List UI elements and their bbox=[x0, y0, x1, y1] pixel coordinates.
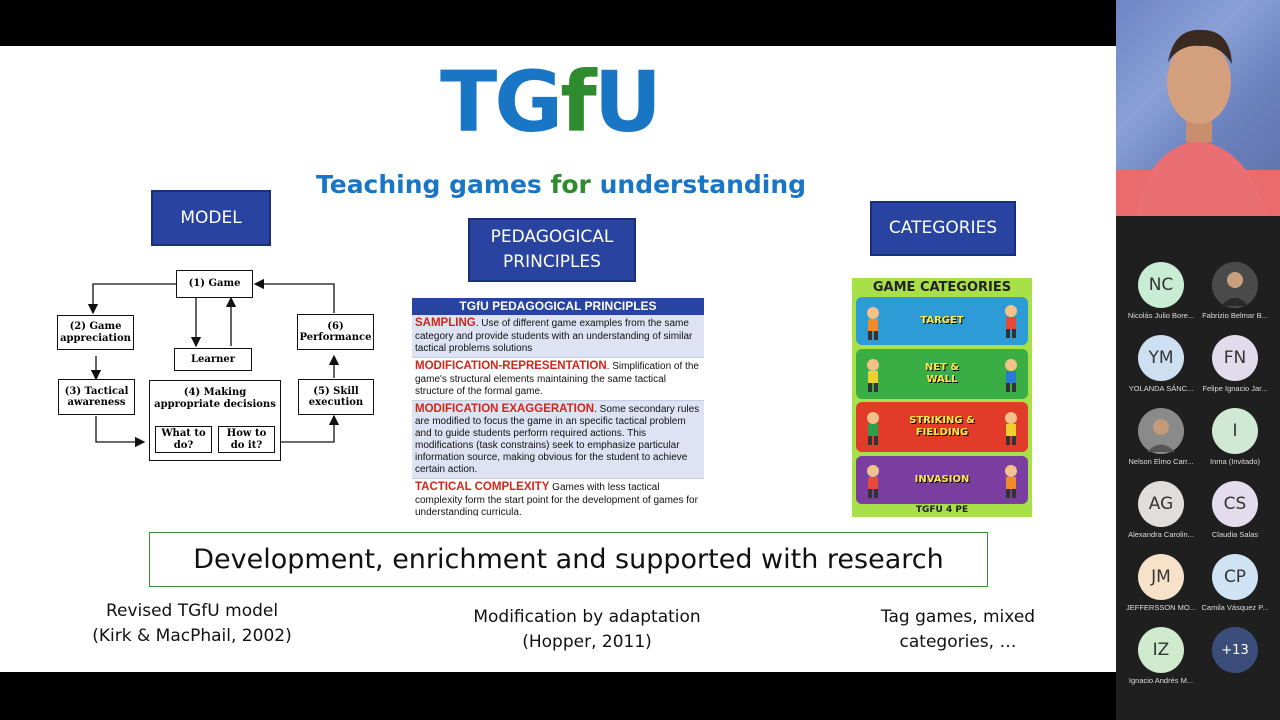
model-what-box: What to do? bbox=[155, 426, 212, 453]
participant-name: Claudia Salas bbox=[1211, 530, 1259, 539]
cartoon-player-icon bbox=[1005, 305, 1017, 338]
participant-tile[interactable]: FN Felipe Ignacio Jar... bbox=[1194, 335, 1276, 409]
participant-tile[interactable]: JM JEFFERSSON MO... bbox=[1120, 554, 1202, 628]
caption-line: Modification by adaptation bbox=[473, 607, 701, 627]
participant-tile[interactable]: Fabrizio Belmar B... bbox=[1194, 262, 1276, 336]
model-performance-box: (6) Performance bbox=[297, 314, 374, 350]
participant-name: JEFFERSSON MO... bbox=[1125, 603, 1196, 612]
principle-sampling: SAMPLING. Use of different game examples… bbox=[412, 315, 704, 358]
participant-photo-icon bbox=[1138, 408, 1184, 454]
cartoon-player-icon bbox=[867, 307, 879, 340]
more-participants-button[interactable]: +13 bbox=[1194, 627, 1276, 701]
caption-modification: Modification by adaptation (Hopper, 2011… bbox=[437, 605, 737, 654]
pedagogical-principles-table: TGfU PEDAGOGICAL PRINCIPLES SAMPLING. Us… bbox=[412, 298, 704, 516]
categories-heading: CATEGORIES bbox=[870, 201, 1016, 256]
participant-tile[interactable]: Nelson Elmo Carr... bbox=[1120, 408, 1202, 482]
participant-name: Alexandra Carolin... bbox=[1128, 530, 1194, 539]
category-striking-fielding-label: STRIKING & FIELDING bbox=[909, 415, 975, 438]
caption-line: (Hopper, 2011) bbox=[522, 631, 652, 652]
cartoon-player-icon bbox=[1005, 359, 1017, 392]
participant-name: Fabrizio Belmar B... bbox=[1202, 311, 1268, 320]
modrep-text: . Simplification of the game's structura… bbox=[415, 360, 699, 397]
participant-name: Nicolás Julio Bore... bbox=[1127, 311, 1195, 320]
principles-title: TGfU PEDAGOGICAL PRINCIPLES bbox=[412, 298, 704, 315]
caption-tag-games: Tag games, mixed categories, … bbox=[848, 605, 1068, 654]
cartoon-player-icon bbox=[867, 465, 879, 498]
principle-tactical-complexity: TACTICAL COMPLEXITY Games with less tact… bbox=[412, 479, 704, 516]
cartoon-player-icon bbox=[867, 359, 879, 392]
participant-avatar: CP bbox=[1212, 554, 1258, 600]
participant-avatar: FN bbox=[1212, 335, 1258, 381]
more-participants-count: +13 bbox=[1212, 627, 1258, 673]
model-arrows bbox=[87, 278, 340, 448]
model-skill-box: (5) Skill execution bbox=[298, 379, 374, 415]
sampling-key: SAMPLING bbox=[415, 317, 476, 329]
sampling-text: . Use of different game examples from th… bbox=[415, 318, 693, 354]
category-target: TARGET bbox=[856, 297, 1028, 345]
model-decisions-label: (4) Making appropriate decisions bbox=[154, 387, 276, 410]
cartoon-player-icon bbox=[867, 412, 879, 445]
modex-text: . Some secondary rules are modified to f… bbox=[415, 403, 700, 476]
cartoon-player-icon bbox=[1005, 412, 1017, 445]
participant-name: Nelson Elmo Carr... bbox=[1128, 457, 1194, 466]
game-categories-poster: GAME CATEGORIES TARGET NET & WALL STRIKI… bbox=[852, 278, 1032, 517]
participant-avatar: I bbox=[1212, 408, 1258, 454]
participant-name: Camila Vásquez P... bbox=[1201, 603, 1269, 612]
participant-tile[interactable]: CP Camila Vásquez P... bbox=[1194, 554, 1276, 628]
caption-line: (Kirk & MacPhail, 2002) bbox=[92, 625, 292, 646]
principle-modification-representation: MODIFICATION-REPRESENTATION. Simplificat… bbox=[412, 358, 704, 401]
tgfu-model-diagram: (1) Game (2) Game appreciation Learner (… bbox=[52, 266, 382, 466]
speaker-video[interactable] bbox=[1116, 0, 1280, 216]
participant-tile[interactable]: CS Claudia Salas bbox=[1194, 481, 1276, 555]
participants-panel: NC Nicolás Julio Bore... Fabrizio Belmar… bbox=[1116, 0, 1280, 720]
presentation-slide: TGfU Teaching games for understanding MO… bbox=[0, 46, 1116, 672]
model-game-box: (1) Game bbox=[176, 270, 253, 298]
tac-key: TACTICAL COMPLEXITY bbox=[415, 481, 550, 494]
participant-avatar: AG bbox=[1138, 481, 1184, 527]
caption-line: Revised TGfU model bbox=[105, 601, 279, 621]
slide-subtitle: Teaching games for understanding bbox=[316, 170, 807, 199]
category-striking-fielding: STRIKING & FIELDING bbox=[856, 402, 1028, 452]
participant-name: YOLANDA SÁNC... bbox=[1128, 384, 1194, 393]
participant-name: Ignacio Andrés M... bbox=[1128, 676, 1194, 685]
research-banner: Development, enrichment and supported wi… bbox=[149, 532, 988, 587]
model-heading: MODEL bbox=[151, 190, 271, 246]
game-categories-title: GAME CATEGORIES bbox=[872, 280, 1012, 295]
game-categories-footer: TGFU 4 PE bbox=[915, 505, 969, 515]
participant-name: Inma (Invitado) bbox=[1209, 457, 1261, 466]
caption-line: Tag games, mixed bbox=[880, 607, 1036, 627]
participant-tile[interactable]: AG Alexandra Carolin... bbox=[1120, 481, 1202, 555]
speaker-silhouette-icon bbox=[1116, 29, 1280, 216]
tgfu-logo: TGfU bbox=[440, 53, 662, 151]
category-target-label: TARGET bbox=[920, 315, 964, 326]
caption-revised-model: Revised TGfU model (Kirk & MacPhail, 200… bbox=[72, 599, 312, 648]
model-learner-box: Learner bbox=[174, 348, 252, 371]
cartoon-player-icon bbox=[1005, 465, 1017, 498]
principle-modification-exaggeration: MODIFICATION EXAGGERATION. Some secondar… bbox=[412, 400, 704, 480]
modex-key: MODIFICATION EXAGGERATION bbox=[415, 402, 595, 415]
participant-tile[interactable]: IZ Ignacio Andrés M... bbox=[1120, 627, 1202, 701]
model-appreciation-box: (2) Game appreciation bbox=[57, 315, 134, 350]
participant-avatar: NC bbox=[1138, 262, 1184, 308]
caption-line: categories, … bbox=[899, 631, 1017, 652]
pedagogical-heading: PEDAGOGICAL PRINCIPLES bbox=[468, 218, 636, 282]
category-net-wall-label: NET & WALL bbox=[924, 362, 960, 385]
participant-name: Felipe Ignacio Jar... bbox=[1202, 384, 1268, 393]
category-invasion-label: INVASION bbox=[914, 474, 970, 485]
participant-avatar: CS bbox=[1212, 481, 1258, 527]
participant-tile[interactable]: YM YOLANDA SÁNC... bbox=[1120, 335, 1202, 409]
participant-avatar: IZ bbox=[1138, 627, 1184, 673]
participant-photo-icon bbox=[1212, 262, 1258, 308]
category-invasion: INVASION bbox=[856, 456, 1028, 504]
model-tactical-box: (3) Tactical awareness bbox=[58, 379, 135, 415]
participant-avatar: JM bbox=[1138, 554, 1184, 600]
participant-avatar: YM bbox=[1138, 335, 1184, 381]
category-net-wall: NET & WALL bbox=[856, 349, 1028, 399]
model-how-box: How to do it? bbox=[218, 426, 275, 453]
tac-text: Games with less tactical complexity form… bbox=[415, 482, 698, 516]
participant-tile[interactable]: NC Nicolás Julio Bore... bbox=[1120, 262, 1202, 336]
participant-tile[interactable]: I Inma (Invitado) bbox=[1194, 408, 1276, 482]
modrep-key: MODIFICATION-REPRESENTATION bbox=[415, 359, 607, 372]
